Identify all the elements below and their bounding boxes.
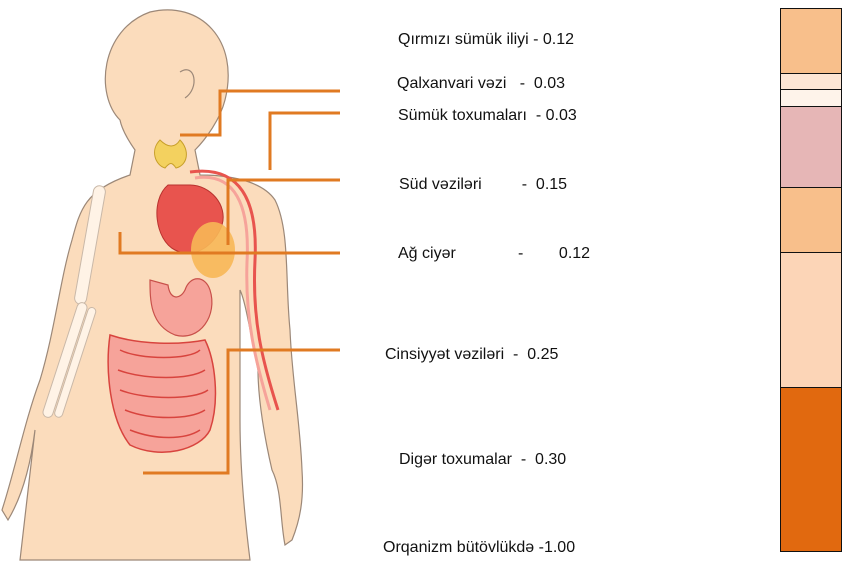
bar-segment-bone-tissue [781, 90, 841, 106]
label-lung: Ağ ciyər - 0.12 [398, 244, 590, 264]
bar-segment-bone-marrow [781, 9, 841, 74]
bar-segment-lung [781, 188, 841, 253]
bar-segment-other [781, 388, 841, 551]
label-thyroid: Qalxanvari vəzi - 0.03 [397, 74, 565, 94]
label-whole-body: Orqanizm bütövlükdə -1.00 [383, 538, 575, 558]
label-other: Digər toxumalar - 0.30 [399, 450, 566, 470]
leader-bone-tissue [270, 113, 340, 170]
label-bone-tissue: Sümük toxumaları - 0.03 [398, 106, 577, 126]
weighting-bar [780, 8, 842, 552]
label-gonads: Cinsiyyət vəziləri - 0.25 [385, 345, 558, 365]
intestines [108, 335, 215, 452]
label-mammary: Süd vəziləri - 0.15 [399, 175, 567, 195]
label-bone-marrow: Qırmızı sümük iliyi - 0.12 [398, 30, 574, 50]
bar-segment-mammary [781, 107, 841, 188]
bar-segment-thyroid [781, 74, 841, 90]
bar-segment-gonads [781, 253, 841, 389]
